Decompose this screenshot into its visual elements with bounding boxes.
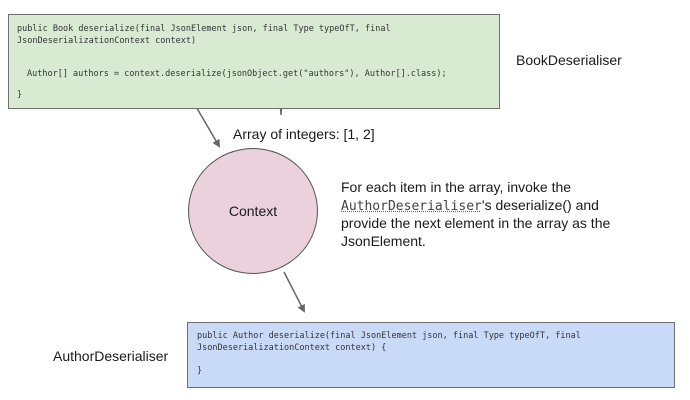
description-line-2-suffix: 's deserialize() and: [481, 196, 599, 213]
book-code-line-2: JsonDeserializationContext context): [17, 36, 197, 46]
author-deserialiser-label: AuthorDeserialiser: [53, 348, 169, 364]
description-text: For each item in the array, invoke the A…: [341, 179, 661, 250]
description-line-1: For each item in the array, invoke the: [341, 179, 572, 195]
array-label: Array of integers: [1, 2]: [233, 126, 375, 142]
book-code-line-4: }: [17, 90, 23, 100]
author-code-line-1: public Author deserialize(final JsonElem…: [197, 331, 581, 341]
context-node: Context: [188, 148, 318, 274]
description-class-name: AuthorDeserialiser: [341, 198, 482, 214]
book-code-line-3: Author[] authors = context.deserialize(j…: [27, 69, 447, 79]
author-code-line-2: JsonDeserializationContext context) {: [197, 343, 387, 353]
author-code-line-3: }: [197, 366, 203, 376]
context-to-author-arrow: [283, 271, 305, 313]
description-line-3: provide the next element in the array as…: [341, 215, 611, 231]
author-deserialiser-code-box: public Author deserialize(final JsonElem…: [187, 322, 675, 388]
book-code-line-1: public Book deserialize(final JsonElemen…: [17, 24, 391, 34]
book-deserialiser-label: BookDeserialiser: [516, 52, 622, 68]
description-line-2: AuthorDeserialiser's deserialize() and: [341, 197, 661, 216]
context-label: Context: [228, 203, 278, 219]
description-line-4: JsonElement.: [341, 232, 426, 249]
book-deserialiser-code-box: public Book deserialize(final JsonElemen…: [8, 14, 500, 109]
